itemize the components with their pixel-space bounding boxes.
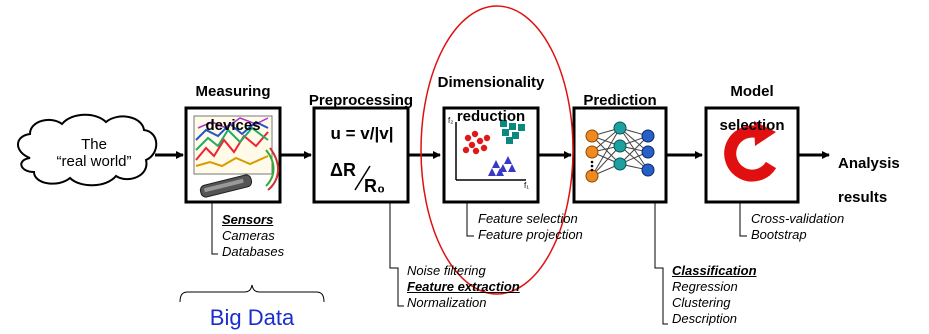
analysis-results-line2: results xyxy=(838,189,888,206)
preprocessing-title-line1: Preprocessing xyxy=(308,92,414,109)
dimensionality-connector xyxy=(466,202,474,237)
dimensionality-title-line1: Dimensionality xyxy=(437,74,545,91)
list-item-sensors: Sensors xyxy=(222,212,274,227)
list-item-normalization: Normalization xyxy=(407,295,487,310)
big-data-brace xyxy=(179,284,325,303)
r0-denominator: R₀ xyxy=(364,176,386,196)
list-connectors xyxy=(211,202,747,325)
measuring-sources-list: Sensors Cameras Databases xyxy=(222,212,284,260)
feature-scatter-plot xyxy=(455,120,526,181)
model-box xyxy=(704,106,800,204)
list-item-cross-validation: Cross-validation xyxy=(751,211,845,226)
list-item-feature-extraction: Feature extraction xyxy=(407,279,520,294)
preprocessing-connector xyxy=(389,202,404,307)
real-world-line2: “real world” xyxy=(56,153,132,170)
prediction-connector xyxy=(654,202,668,325)
preprocessing-box xyxy=(312,106,410,204)
scatter-y-axis-label: f₂ xyxy=(448,116,454,125)
red-cluster xyxy=(462,130,491,155)
normalized-vector-formula: u = v/|v| xyxy=(330,124,394,143)
scatter-x-axis-label: f₁ xyxy=(524,181,529,190)
measuring-connector xyxy=(211,202,218,255)
model-connector xyxy=(739,202,747,237)
real-world-cloud xyxy=(17,113,158,187)
list-item-databases: Databases xyxy=(222,244,285,259)
dimensionality-title-line2: reduction xyxy=(456,108,526,125)
refresh-cycle-icon xyxy=(724,121,777,182)
dimensionality-methods-list: Feature selection Feature projection xyxy=(478,211,583,243)
model-title: Model selection xyxy=(700,66,804,151)
model-selection-methods-list: Cross-validation Bootstrap xyxy=(751,211,844,243)
list-item-classification: Classification xyxy=(672,263,757,278)
list-item-clustering: Clustering xyxy=(672,295,731,310)
formula-fraction-slash xyxy=(354,165,371,191)
preprocessing-title: Preprocessing xyxy=(298,75,424,126)
real-world-line1: The xyxy=(81,136,107,153)
teal-cluster xyxy=(500,120,525,144)
list-item-feature-selection: Feature selection xyxy=(478,211,578,226)
sensor-plot-icon xyxy=(193,115,279,191)
list-item-feature-projection: Feature projection xyxy=(478,227,583,242)
measuring-title-line1: Measuring xyxy=(195,83,271,100)
list-item-description: Description xyxy=(672,311,738,326)
delta-r-numerator: ΔR xyxy=(330,160,356,180)
blue-cluster xyxy=(488,156,516,176)
dimensionality-box xyxy=(442,106,540,204)
analysis-results-line1: Analysis xyxy=(838,155,900,172)
prediction-title: Prediction xyxy=(566,75,674,126)
analysis-results-label: Analysis results xyxy=(838,138,918,223)
preprocessing-steps-list: Noise filtering Feature extraction Norma… xyxy=(407,263,520,311)
model-title-line2: selection xyxy=(719,117,785,134)
list-item-regression: Regression xyxy=(672,279,738,294)
measuring-title-line2: devices xyxy=(205,117,261,134)
dimensionality-title: Dimensionality reduction xyxy=(426,57,556,142)
measuring-title: Measuring devices xyxy=(176,66,290,151)
prediction-title-line1: Prediction xyxy=(583,92,657,109)
sensor-probe-icon xyxy=(199,174,253,198)
prediction-tasks-list: Classification Regression Clustering Des… xyxy=(672,263,757,327)
list-item-cameras: Cameras xyxy=(222,228,275,243)
big-data-label: Big Data xyxy=(209,305,295,330)
list-item-bootstrap: Bootstrap xyxy=(751,227,807,242)
model-title-line1: Model xyxy=(730,83,774,100)
neural-network-icon xyxy=(585,121,655,183)
real-world-label: The “real world” xyxy=(38,136,150,170)
list-item-noise-filtering: Noise filtering xyxy=(407,263,486,278)
dimensionality-highlight-ellipse xyxy=(420,5,574,295)
